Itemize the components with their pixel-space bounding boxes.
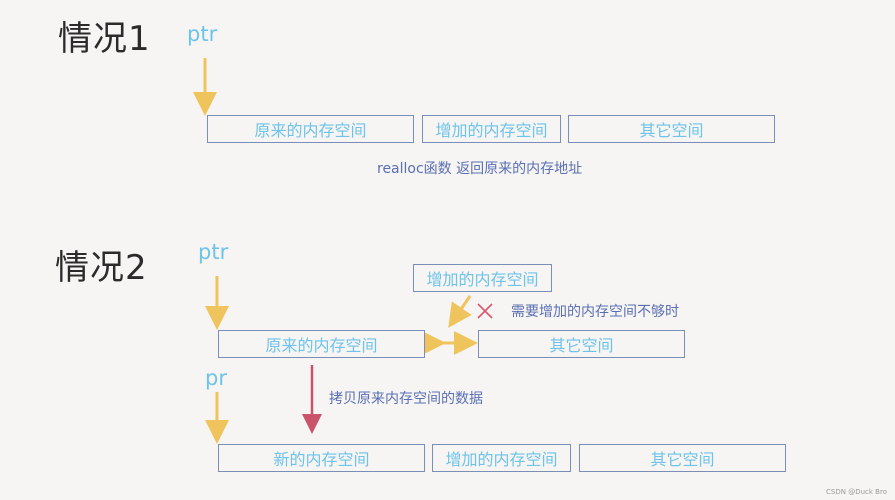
case2-added-block: 增加的内存空间	[432, 444, 571, 472]
case1-pointer-label: ptr	[187, 22, 218, 46]
case1-title: 情况1	[58, 19, 151, 59]
case2-original-block: 原来的内存空间	[218, 330, 425, 358]
case2-new-block: 新的内存空间	[218, 444, 425, 472]
case2-copy-note: 拷贝原来内存空间的数据	[329, 391, 483, 407]
watermark: CSDN @Duck Bro	[826, 488, 887, 496]
case2-insufficient-note: 需要增加的内存空间不够时	[511, 304, 679, 320]
case1-other-block: 其它空间	[568, 115, 775, 143]
case2-other-block-bottom: 其它空间	[579, 444, 786, 472]
case1-note: realloc函数 返回原来的内存地址	[377, 161, 583, 177]
case2-pointer-label: ptr	[198, 240, 229, 264]
case1-added-block: 增加的内存空间	[422, 115, 561, 143]
case2-other-block-top: 其它空间	[478, 330, 685, 358]
cross-mark	[477, 303, 493, 319]
case2-new-pointer-label: pr	[205, 366, 227, 390]
case2-title: 情况2	[55, 248, 148, 288]
case2-requested-block: 增加的内存空间	[413, 264, 552, 292]
request-arrow	[448, 295, 472, 328]
case1-original-block: 原来的内存空间	[207, 115, 414, 143]
